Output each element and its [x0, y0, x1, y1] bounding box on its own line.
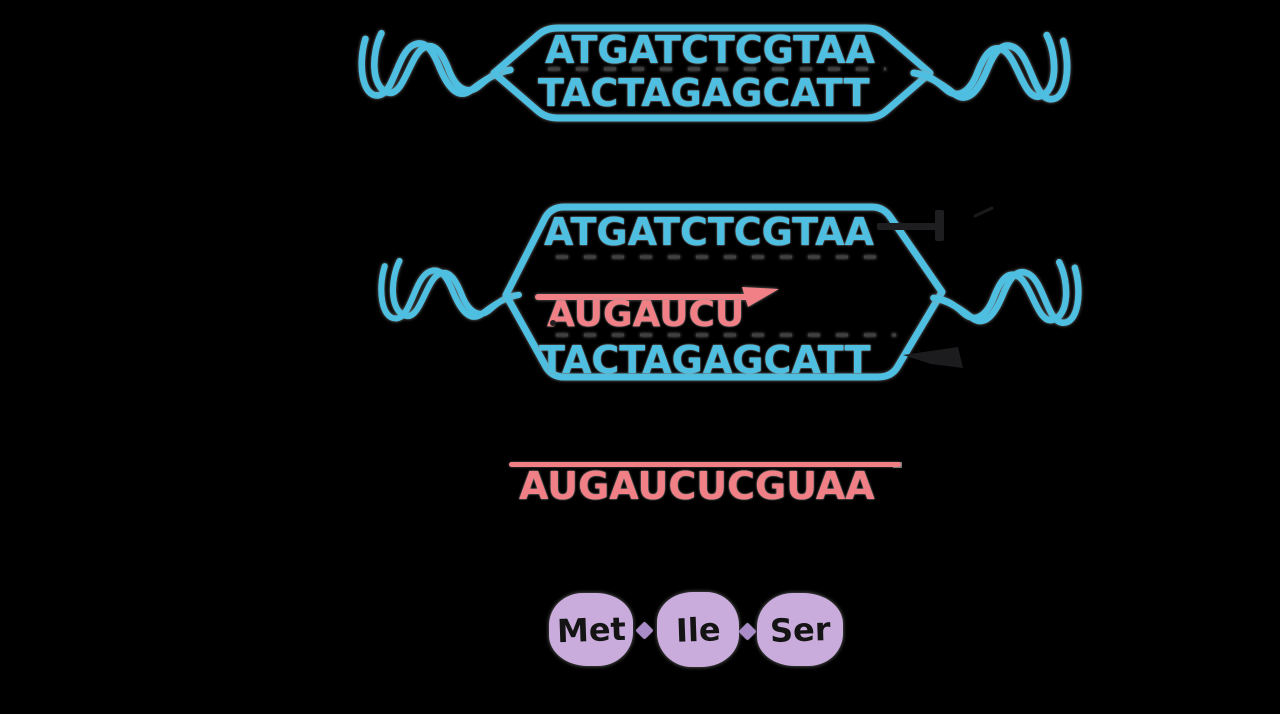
amino-acid-ile-label: Ile [675, 609, 721, 650]
coding-strand-sequence: ATGATCTCGTAA [544, 210, 874, 254]
amino-acid-met: Met [549, 593, 633, 666]
dna-bubble-outline [490, 24, 934, 122]
nascent-rna-sequence: AUGAUCU [547, 294, 745, 335]
mrna-sequence: AUGAUCUCGUAA [519, 464, 875, 508]
amino-acid-ile: Ile [657, 592, 739, 667]
mrna-backbone-line [509, 462, 901, 467]
dna-top-strand-sequence: ATGATCTCGTAA [545, 28, 875, 72]
amino-acid-ser: Ser [757, 593, 843, 666]
dna-bottom-strand-sequence: TACTAGAGCATT [538, 71, 870, 115]
transcription-bubble-outline [502, 203, 946, 381]
amino-acid-ser-label: Ser [769, 609, 831, 650]
transcription-helix-right-icon [930, 258, 1082, 326]
dna-helix-right-icon [910, 31, 1071, 103]
rna-polymerase-direction-arrow-icon [535, 287, 779, 307]
template-strand-sequence: TACTAGAGCATT [539, 338, 871, 382]
dna-helix-left-icon [358, 29, 514, 99]
amino-acid-met-label: Met [555, 609, 627, 650]
transcription-helix-left-icon [378, 257, 522, 322]
